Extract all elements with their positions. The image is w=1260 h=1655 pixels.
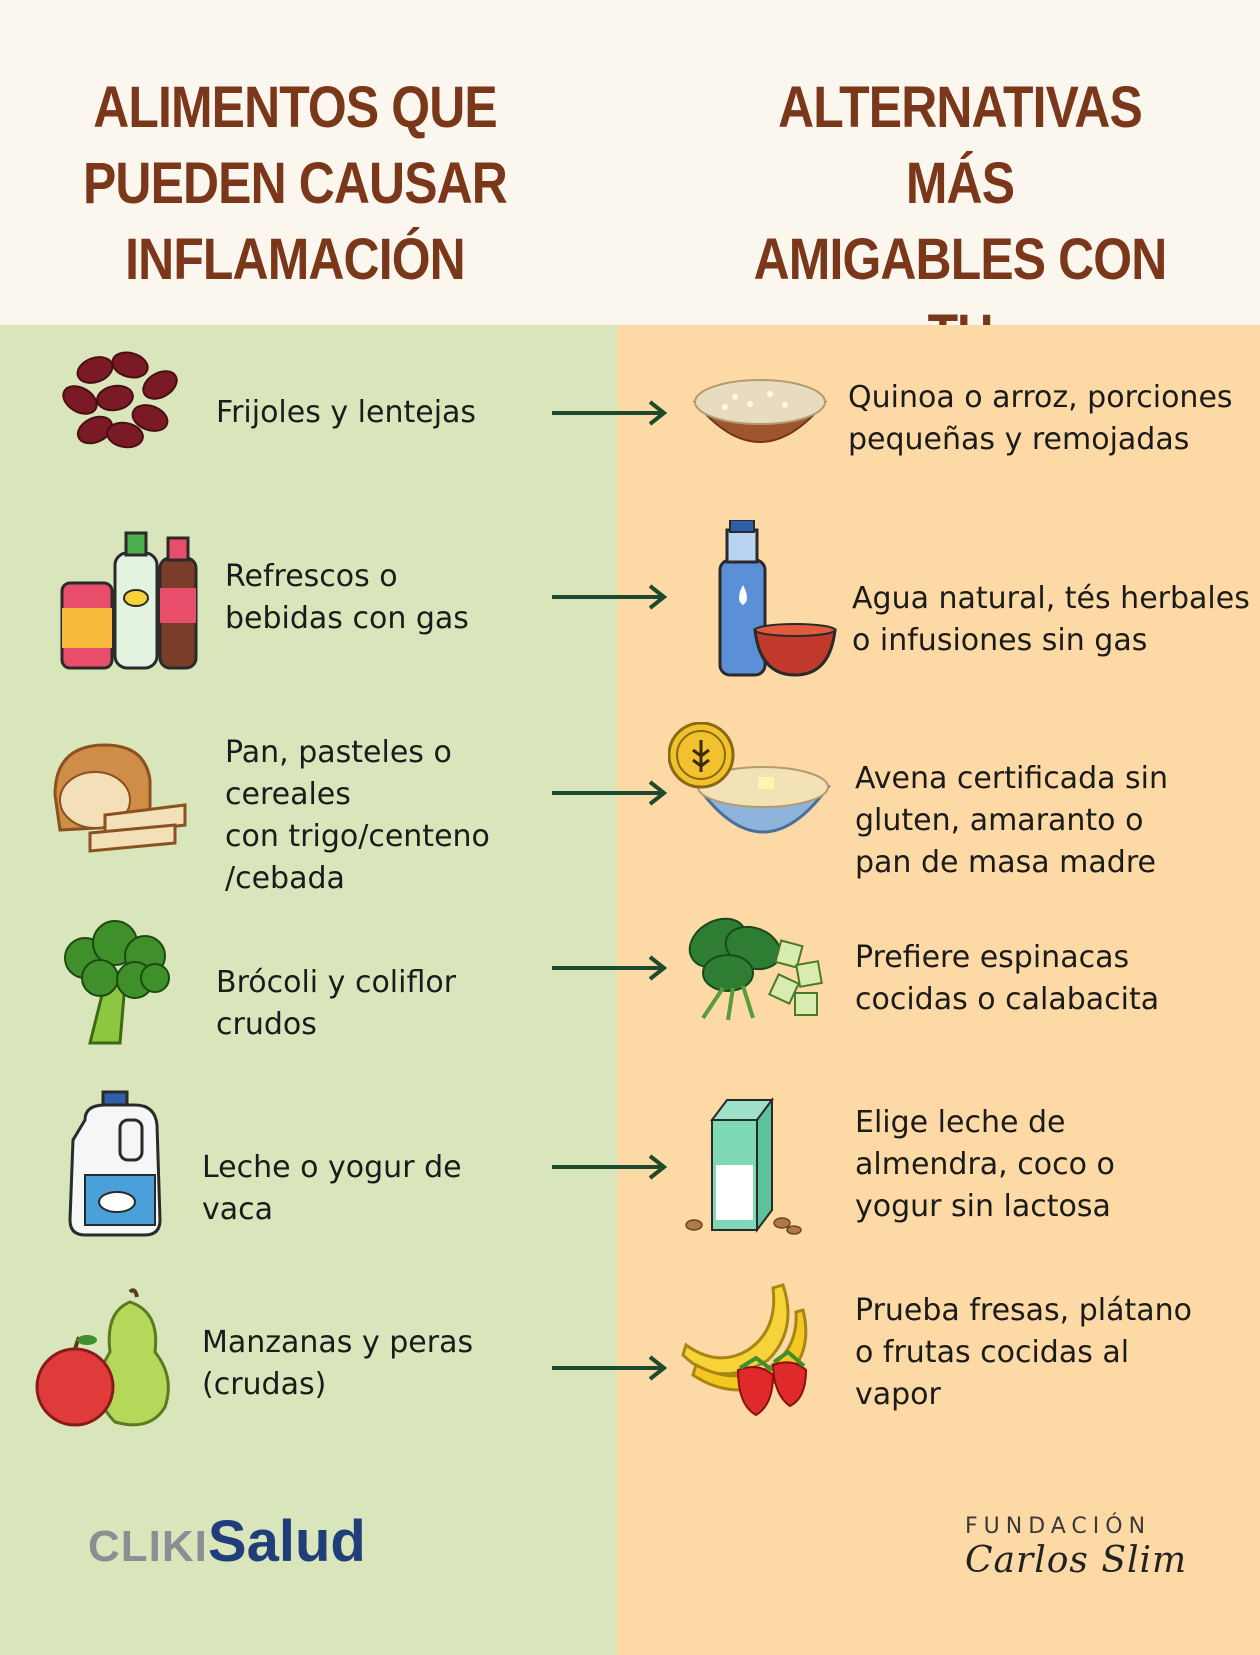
clikisalud-logo: CLIKISalud (88, 1509, 366, 1574)
row-2-right-text: Agua natural, tés herbales o infusiones … (852, 581, 1250, 658)
left-column-title: ALIMENTOS QUE PUEDEN CAUSAR INFLAMACIÓN (83, 75, 508, 292)
row-6-right-text: Prueba fresas, plátano o frutas cocidas … (855, 1293, 1193, 1412)
fundacion-logo-text: FUNDACIÓN (965, 1514, 1152, 1539)
oatmeal-icon (668, 722, 831, 834)
arrow-right-icon (552, 780, 668, 806)
row-1-left-text: Frijoles y lentejas (216, 395, 477, 430)
broccoli-icon (64, 920, 170, 1045)
soda-icon (60, 531, 198, 670)
arrow-right-icon (552, 400, 668, 426)
spinach-zucchini-icon (688, 917, 823, 1021)
almond-milk-icon (685, 1097, 802, 1235)
beans-icon (62, 351, 178, 449)
apple-pear-icon (35, 1288, 170, 1427)
row-2-left-text: Refrescos o bebidas con gas (225, 559, 469, 636)
row-5-right-text: Elige leche de almendra, coco o yogur si… (855, 1105, 1115, 1224)
row-3-right-text: Avena certificada sin gluten, amaranto o… (855, 761, 1169, 880)
row-3-left-text: Pan, pasteles o cereales con trigo/cente… (225, 735, 490, 896)
banana-strawberry-icon (681, 1283, 808, 1417)
row-5-left-text: Leche o yogur de vaca (202, 1150, 462, 1227)
carlos-slim-logo-text: Carlos Slim (965, 1540, 1188, 1581)
milk-jug-icon (68, 1090, 162, 1237)
arrow-right-icon (552, 1355, 668, 1381)
row-1-right-text: Quinoa o arroz, porciones pequeñas y rem… (848, 380, 1233, 457)
rice-bowl-icon (692, 379, 828, 443)
row-6-left-text: Manzanas y peras (crudas) (202, 1325, 474, 1402)
row-4-right-text: Prefiere espinacas cocidas o calabacita (855, 940, 1160, 1017)
header: ALIMENTOS QUE PUEDEN CAUSAR INFLAMACIÓN … (0, 0, 1260, 444)
bread-icon (53, 743, 187, 853)
water-tea-icon (718, 520, 837, 677)
arrow-right-icon (552, 955, 668, 981)
arrow-right-icon (552, 584, 668, 610)
arrow-right-icon (552, 1154, 668, 1180)
row-4-left-text: Brócoli y coliflor crudos (216, 965, 457, 1042)
